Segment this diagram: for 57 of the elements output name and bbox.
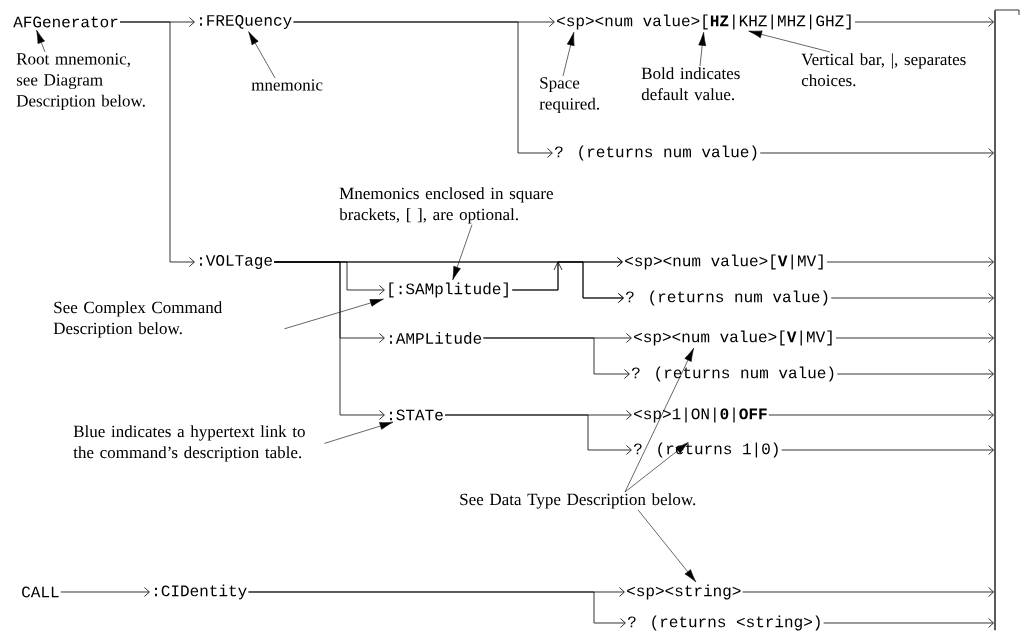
syntax-text: [:SAMplitude] (389, 282, 508, 298)
callout-note: mnemonic (251, 79, 323, 91)
syntax-arrow (273, 261, 385, 420)
syntax-arrow (511, 261, 624, 303)
syntax-arrow (759, 148, 994, 158)
syntax-arrow (293, 21, 553, 158)
callout-note: Space required. (539, 77, 599, 114)
syntax-arrow (742, 587, 994, 597)
leader-arrow (562, 32, 575, 77)
syntax-text: <sp><string> (627, 584, 741, 600)
syntax-arrow (248, 591, 626, 628)
leader-arrow (624, 442, 689, 493)
leader-arrow (324, 421, 394, 444)
callout-note: Blue indicates a hypertext link to the command’s description table. (73, 425, 305, 462)
syntax-arrow (826, 257, 994, 267)
syntax-text: <sp>1|ON|0|OFF (634, 407, 767, 423)
leader-arrow (748, 30, 831, 53)
leader-arrow (248, 31, 276, 79)
syntax-text: :FREQuency (200, 15, 292, 29)
leader-arrow (452, 224, 473, 281)
syntax-text: ? (returns <string>) (627, 615, 820, 631)
syntax-arrow (781, 445, 994, 455)
syntax-arrow (830, 293, 994, 303)
syntax-text: :AMPLitude (390, 332, 482, 344)
leader-arrow (637, 509, 697, 583)
syntax-text: ? (returns 1|0) (633, 442, 778, 458)
syntax-arrow (835, 333, 994, 343)
syntax-text: ? (returns num value) (631, 366, 834, 382)
syntax-arrow (854, 17, 994, 27)
callout-note: Root mnemonic, see Diagram Description below. (16, 53, 145, 111)
leader-arrow (698, 32, 707, 67)
leader-arrow (284, 298, 384, 330)
callout-note: See Complex Command Description below. (53, 301, 223, 338)
syntax-text: ? (returns num value) (554, 145, 757, 161)
syntax-text: CALL (22, 586, 59, 598)
syntax-text: <sp><num value>[V|MV] (625, 254, 823, 270)
syntax-text: :CIDentity (155, 584, 247, 600)
syntax-text: AFGenerator (13, 16, 118, 28)
syntax-arrow (823, 618, 994, 628)
leader-arrow (36, 29, 46, 53)
syntax-arrow (119, 21, 195, 267)
callout-note: Bold indicates default value. (641, 67, 740, 101)
syntax-text: <sp><num value>[V|MV] (634, 330, 832, 346)
leader-arrow (624, 347, 694, 493)
callout-note: See Data Type Description below. (460, 493, 696, 509)
syntax-arrow (836, 369, 994, 379)
syntax-text: ? (returns num value) (625, 290, 828, 306)
callout-note: Mnemonics enclosed in square brackets, [ ], are optional. (339, 187, 553, 224)
syntax-text: :VOLTage (200, 255, 272, 269)
syntax-arrow (444, 414, 632, 455)
syntax-arrow (483, 337, 630, 379)
end-bar (994, 9, 1020, 631)
syntax-arrow (60, 587, 150, 597)
callout-note: Vertical bar, |, separates choices. (801, 53, 966, 87)
syntax-text: :STATe (390, 409, 443, 421)
syntax-text: <sp><num value>[HZ|KHZ|MHZ|GHZ] (557, 14, 851, 30)
syntax-arrow (768, 410, 994, 420)
